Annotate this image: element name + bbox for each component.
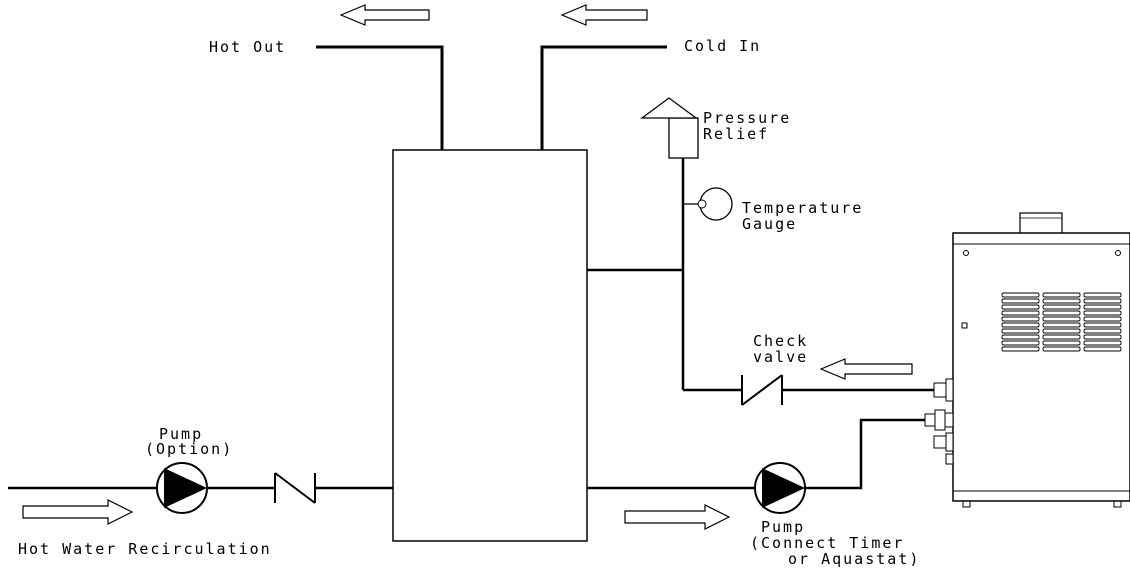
check-valve-label-line1: Check xyxy=(753,332,809,350)
check-valve-icon xyxy=(741,374,783,406)
louver-slot xyxy=(1083,328,1122,334)
pressure-relief-valve xyxy=(640,97,699,159)
cold-in-flow-arrow xyxy=(560,4,648,26)
pump-option-label-line2: (Option) xyxy=(145,440,234,458)
temperature-gauge-label-line2: Gauge xyxy=(742,215,798,233)
check-valve-label-line2: valve xyxy=(753,348,809,366)
louver-slot xyxy=(1042,322,1081,328)
louver-slot xyxy=(1042,346,1081,352)
temperature-gauge-label-line1: Temperature xyxy=(742,199,864,217)
louver-slot xyxy=(1042,328,1081,334)
louver-slot xyxy=(1001,316,1040,322)
louver-slot xyxy=(1042,340,1081,346)
recirc-flow-arrow xyxy=(22,499,134,525)
recirc-check-valve-icon xyxy=(274,472,316,504)
louver-slot xyxy=(1001,292,1040,298)
louver-slot xyxy=(1083,322,1122,328)
louver-slot xyxy=(1001,340,1040,346)
cold-in-pipe xyxy=(540,45,667,150)
pump-option-label-line1: Pump xyxy=(159,425,204,443)
storage-tank xyxy=(392,149,588,542)
pressure-relief-label-line1: Pressure xyxy=(703,109,792,127)
pump-option-icon xyxy=(156,462,208,514)
pressure-relief-label-line2: Relief xyxy=(703,125,770,143)
hot-out-flow-arrow xyxy=(339,4,430,26)
louver-slot xyxy=(1083,292,1122,298)
louver-slot xyxy=(1001,328,1040,334)
pump-timer-label-line2: (Connect Timer xyxy=(750,534,905,552)
louver-slot xyxy=(1042,298,1081,304)
louver-slot xyxy=(1042,292,1081,298)
louver-slot xyxy=(1001,322,1040,328)
louver-slot xyxy=(1042,304,1081,310)
louver-slot xyxy=(1083,304,1122,310)
pump-timer-icon xyxy=(754,462,806,514)
pump-timer-label-line3: or Aquastat) xyxy=(788,550,921,568)
temperature-gauge-stub xyxy=(697,199,707,209)
hot-out-pipe xyxy=(316,45,444,150)
louver-slot xyxy=(1083,316,1122,322)
heater-flow-arrow xyxy=(819,358,913,380)
pump-timer-label-line1: Pump xyxy=(761,518,806,536)
louver-slot xyxy=(1083,334,1122,340)
louver-slot xyxy=(1001,334,1040,340)
heater-return-pipe-right xyxy=(805,418,925,490)
louver-slot xyxy=(1001,346,1040,352)
louver-slot xyxy=(1001,310,1040,316)
hot-out-label: Hot Out xyxy=(209,38,287,56)
water-heater-unit xyxy=(924,212,1130,508)
louver-slot xyxy=(1001,304,1040,310)
louver-slot xyxy=(1083,298,1122,304)
louver-slot xyxy=(1083,346,1122,352)
cold-in-label: Cold In xyxy=(684,37,762,55)
louver-slot xyxy=(1001,298,1040,304)
heater-louvers xyxy=(1001,292,1122,352)
louver-slot xyxy=(1083,310,1122,316)
louver-slot xyxy=(1083,340,1122,346)
louver-slot xyxy=(1042,334,1081,340)
louver-slot xyxy=(1042,316,1081,322)
hot-water-recirculation-label: Hot Water Recirculation xyxy=(18,540,272,558)
louver-slot xyxy=(1042,310,1081,316)
heater-return-flow-arrow xyxy=(624,504,731,530)
